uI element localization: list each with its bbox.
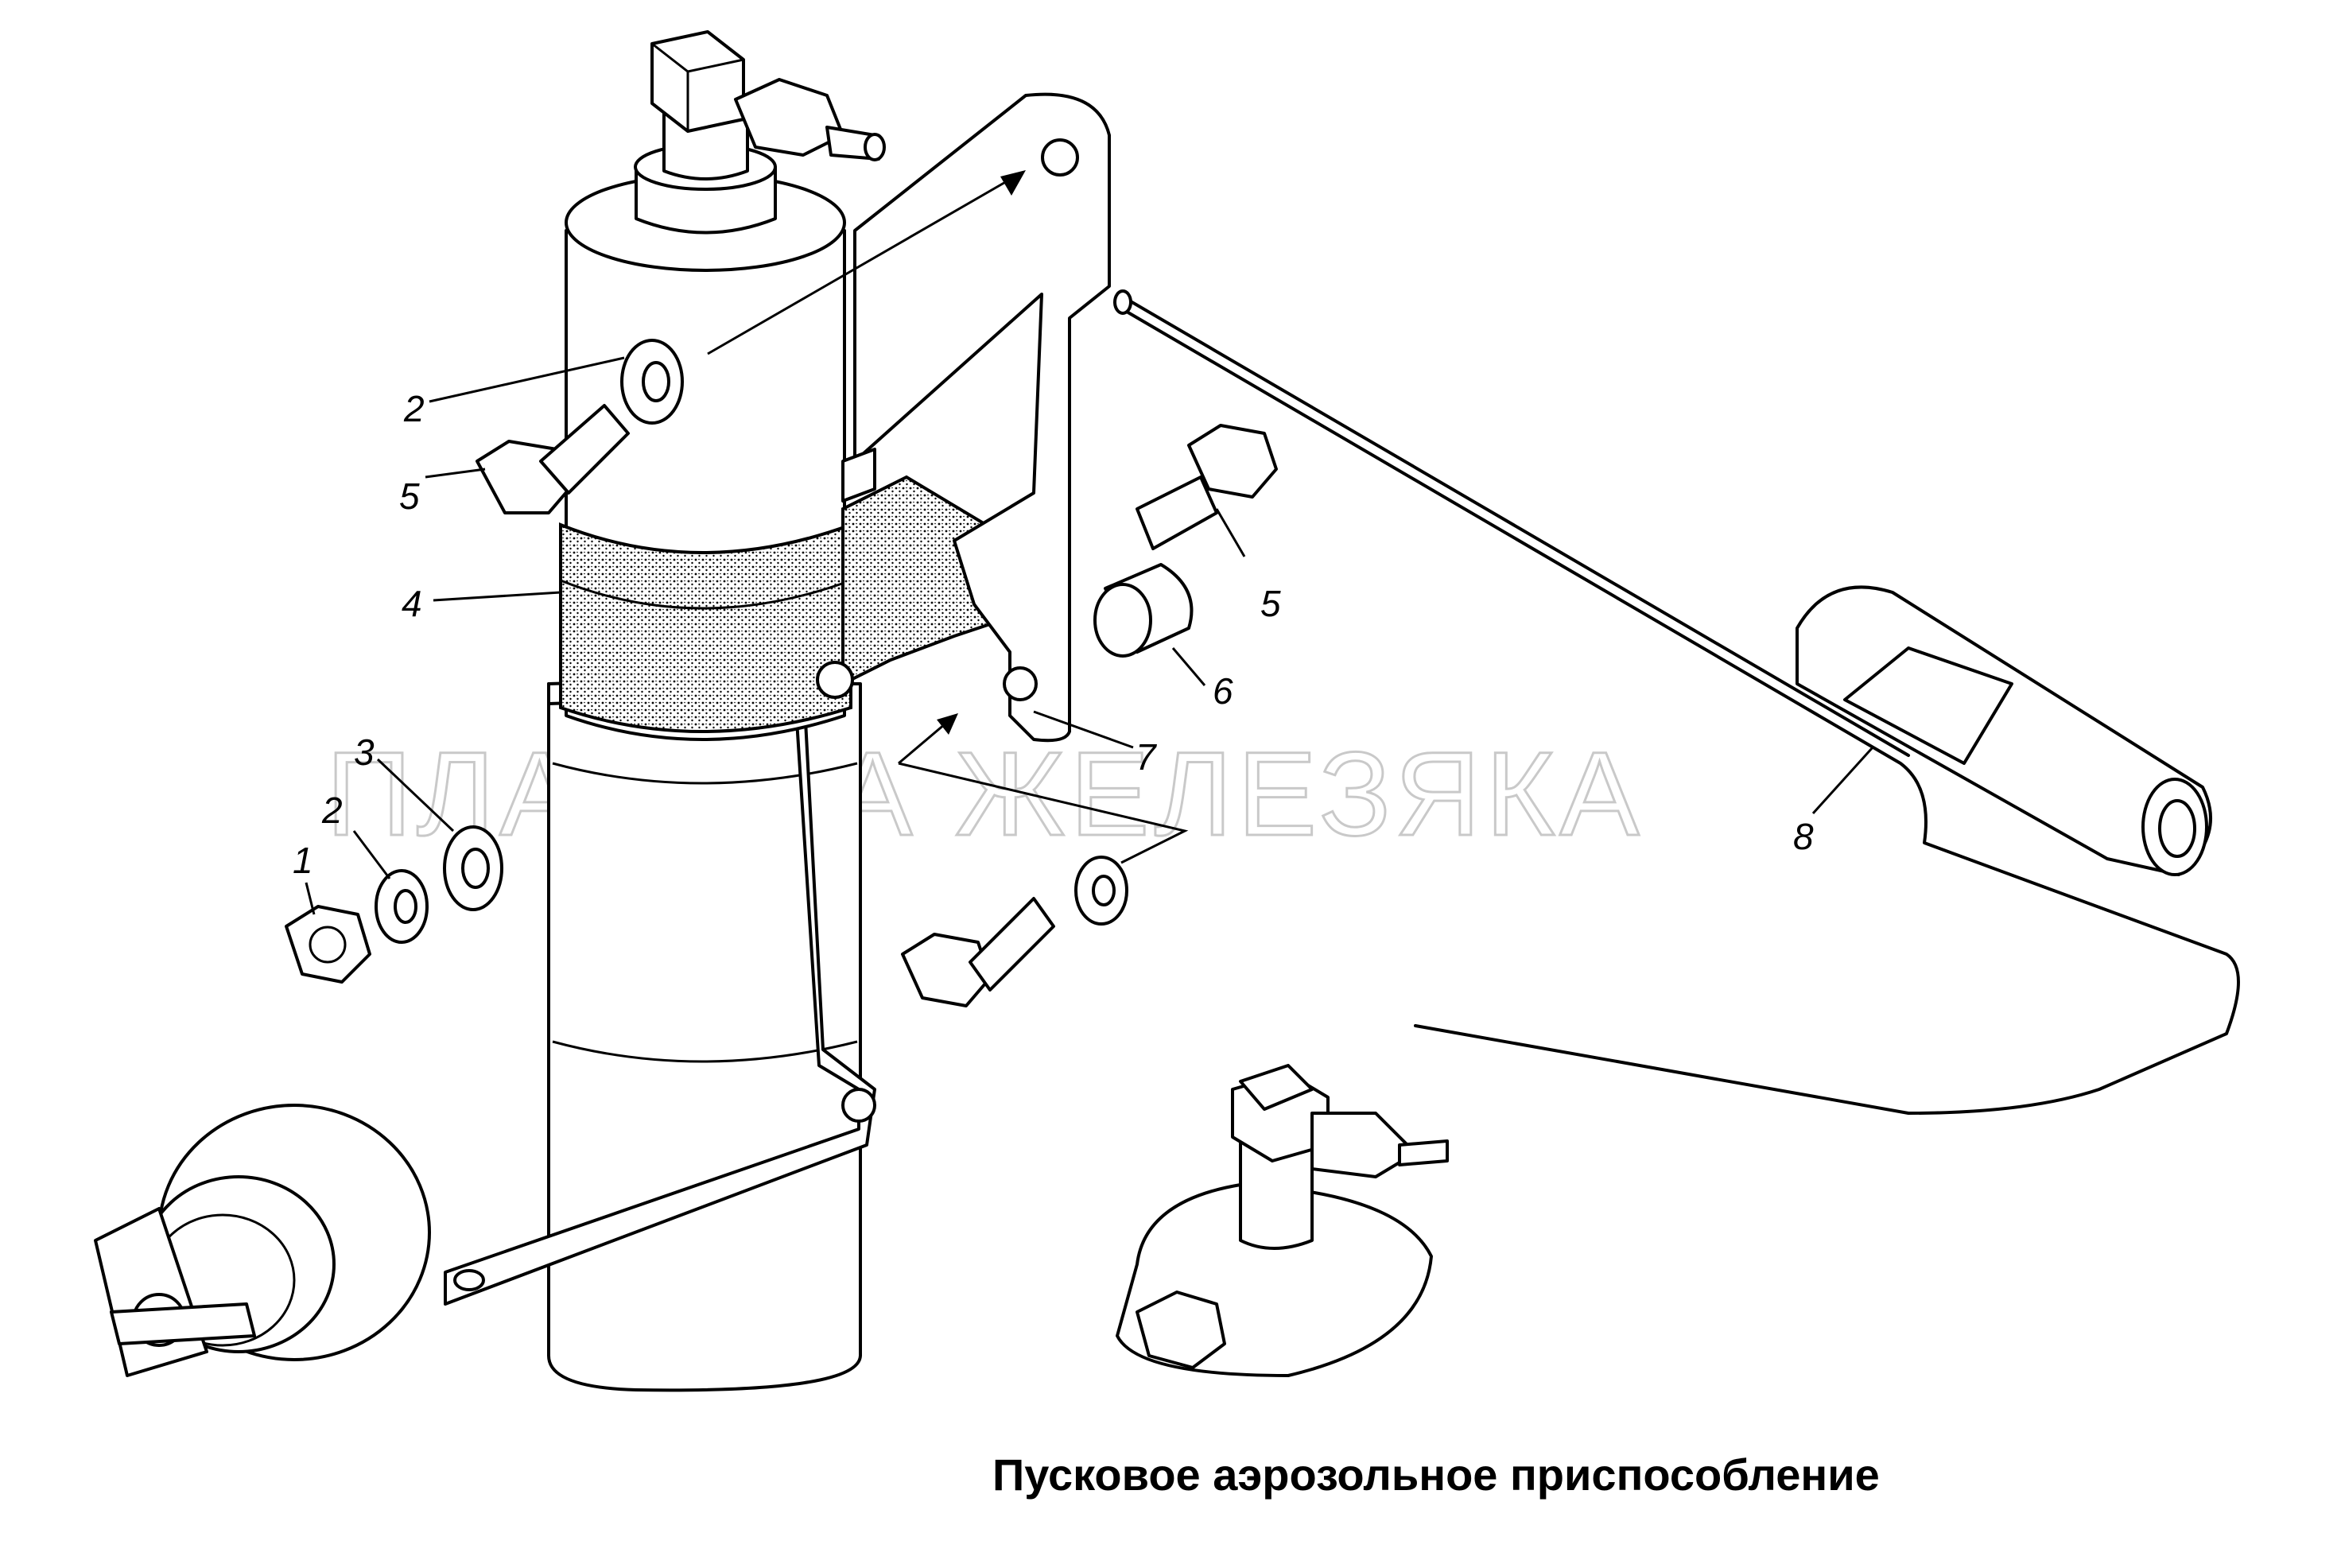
leader-3 — [376, 758, 455, 833]
callout-6: 6 — [1213, 670, 1233, 712]
callout-5-left: 5 — [399, 475, 420, 517]
leader-5-right — [1215, 508, 1246, 557]
leader-8 — [1811, 746, 1874, 815]
leader-5-left — [425, 468, 486, 479]
leader-1 — [305, 882, 316, 915]
valve-cap — [94, 1104, 431, 1377]
callout-7: 7 — [1136, 736, 1157, 778]
callout-5-right: 5 — [1260, 583, 1281, 624]
leader-6 — [1171, 647, 1206, 686]
callout-3: 3 — [354, 732, 375, 773]
exhaust-pipe — [547, 682, 862, 1392]
lock-washer-lower — [375, 869, 429, 944]
nut-1 — [285, 905, 371, 984]
receiver-cylinder — [1796, 585, 2212, 876]
leader-7 — [1033, 710, 1134, 749]
lock-washer-upper — [620, 339, 684, 425]
bracket-plate — [841, 92, 1111, 743]
spacer-sleeve-6 — [1093, 563, 1194, 658]
callout-2-lower: 2 — [321, 790, 343, 831]
leader-2-lower — [352, 830, 391, 879]
callout-4: 4 — [402, 583, 422, 624]
assembly-arrows — [707, 170, 1189, 864]
callout-2-upper: 2 — [403, 388, 425, 429]
left-bolt — [476, 404, 630, 514]
supply-tube — [1113, 289, 2240, 1115]
right-bolt-lower — [901, 897, 1055, 1007]
lock-washer-right — [1074, 856, 1128, 926]
callout-leaders — [305, 356, 1874, 915]
leader-4 — [433, 591, 561, 602]
right-bolt-upper — [1136, 424, 1278, 550]
callout-8: 8 — [1793, 816, 1814, 857]
leader-2-upper — [429, 356, 625, 403]
callout-1: 1 — [293, 840, 313, 881]
flat-washer-3 — [443, 825, 503, 911]
diagram-caption: Пусковое аэрозольное приспособление — [992, 1450, 1880, 1500]
watermark: ПЛАНЕТА ЖЕЛЕЗЯКА — [326, 727, 1644, 860]
fitting-flange — [1116, 1064, 1449, 1377]
